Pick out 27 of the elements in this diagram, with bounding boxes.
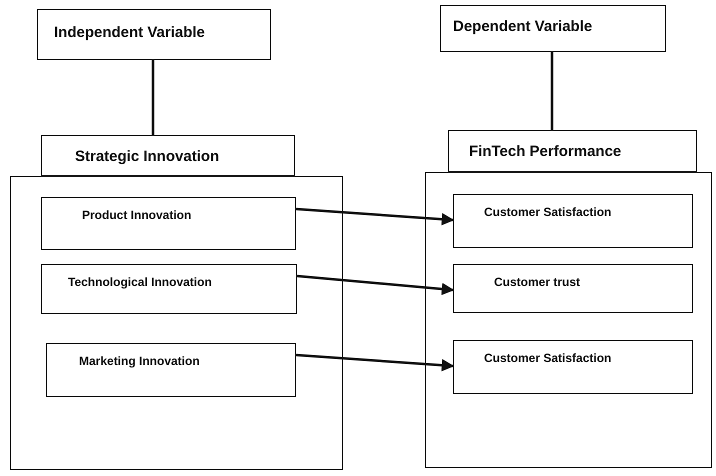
header-box [37, 9, 271, 60]
variable-box [41, 197, 296, 250]
box-label: Product Innovation [82, 208, 192, 222]
box-label: Independent Variable [54, 24, 205, 41]
box-label: Marketing Innovation [79, 354, 200, 368]
box-label: Technological Innovation [68, 275, 212, 289]
variable-box [46, 343, 296, 397]
box-label: Customer Satisfaction [484, 351, 612, 365]
box-label: Dependent Variable [453, 18, 592, 35]
variable-box [453, 264, 693, 313]
box-label: Customer trust [494, 275, 580, 289]
connector-line [152, 60, 154, 135]
panel-box [425, 172, 712, 468]
panel-box [10, 176, 343, 470]
variable-box [41, 264, 297, 314]
box-label: FinTech Performance [469, 143, 622, 160]
variable-box [453, 340, 693, 394]
box-label: Strategic Innovation [75, 148, 220, 165]
header-box [41, 135, 295, 176]
arrow [296, 208, 454, 226]
arrow [296, 274, 454, 296]
variable-box [453, 194, 693, 248]
arrow [296, 354, 454, 372]
header-box [448, 130, 697, 172]
header-box [440, 5, 666, 52]
connector-line [550, 52, 554, 130]
box-label: Customer Satisfaction [484, 205, 612, 219]
